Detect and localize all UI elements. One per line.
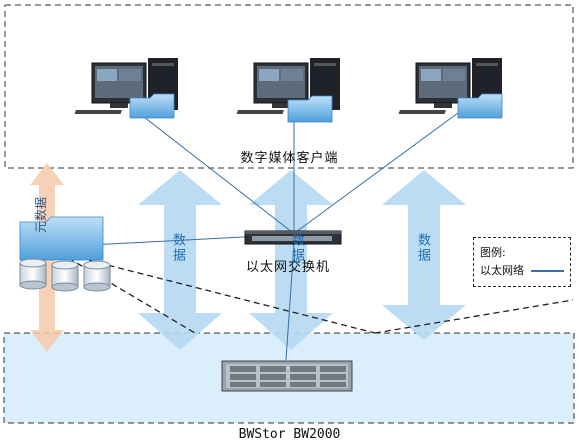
data-flow-label: 数据 xyxy=(289,233,304,263)
folder-icon xyxy=(457,93,503,119)
ethernet-link-3 xyxy=(295,109,463,233)
data-arrow-1 xyxy=(138,170,222,350)
ethernet-link-4 xyxy=(285,243,295,361)
storage-label: BWStor BW2000 xyxy=(238,427,341,442)
client-zone-label: 数字媒体客户端 xyxy=(240,151,339,166)
legend-ethernet-label: 以太网络 xyxy=(480,264,524,277)
network-switch-icon xyxy=(244,230,342,245)
data-arrow-2 xyxy=(249,170,333,350)
data-flow-label: 数据 xyxy=(170,233,185,263)
client-zone-border xyxy=(4,4,574,169)
storage-array-icon xyxy=(221,360,353,392)
database-cylinder-icon xyxy=(19,258,47,290)
folder-icon xyxy=(287,95,333,123)
ethernet-link-1 xyxy=(134,109,293,233)
metadata-flow-label: 元数据 xyxy=(34,196,48,233)
legend: 图例: 以太网络 xyxy=(473,237,571,287)
database-cylinder-icon xyxy=(83,260,111,292)
legend-title: 图例: xyxy=(480,246,506,259)
metadata-link-3 xyxy=(374,299,574,334)
data-arrow-3 xyxy=(382,170,466,340)
data-flow-label: 数据 xyxy=(415,233,430,263)
metadata-link-1 xyxy=(59,252,196,334)
folder-icon xyxy=(129,93,175,119)
metadata-link-2 xyxy=(59,252,376,334)
metadata-folder-icon xyxy=(19,216,104,261)
switch-label: 以太网交换机 xyxy=(246,260,331,275)
database-cylinder-icon xyxy=(51,260,79,292)
legend-ethernet-line xyxy=(531,270,564,272)
